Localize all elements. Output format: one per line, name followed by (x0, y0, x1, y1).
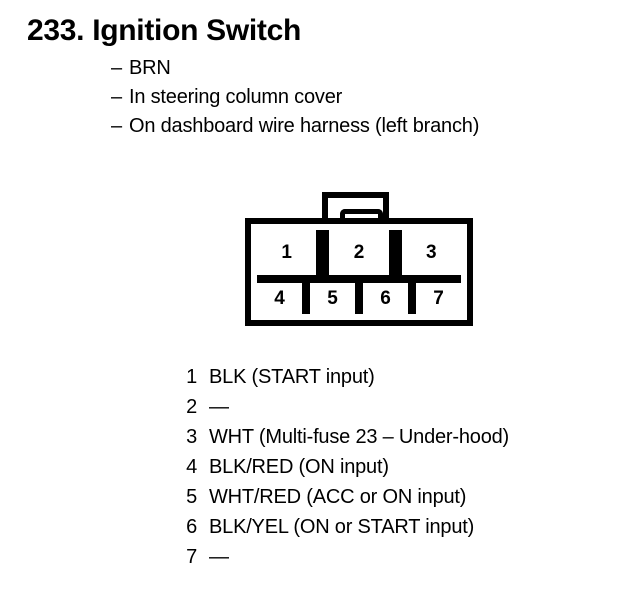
pin-legend-description: — (209, 396, 229, 418)
connector-pin-number: 3 (426, 241, 437, 263)
pin-legend-description: WHT/RED (ACC or ON input) (209, 486, 467, 508)
connector-pin-cell: 6 (355, 283, 408, 314)
pin-legend-row: 2 — (183, 396, 603, 426)
pin-legend-number: 7 (186, 546, 197, 568)
connector-pin-cell: 4 (257, 283, 302, 314)
pin-legend-row: 1 BLK (START input) (183, 366, 603, 396)
connector-pin-cell: 1 (257, 230, 317, 275)
pin-legend-number: 3 (186, 426, 197, 448)
connector-pin-cell: 2 (324, 230, 389, 275)
connector-pin-number: 1 (281, 241, 292, 263)
connector-pin-cell: 3 (396, 230, 461, 275)
connector-pin-number: 6 (380, 287, 391, 309)
connector-pin-number: 5 (327, 287, 338, 309)
pin-legend-row: 6 BLK/YEL (ON or START input) (183, 516, 603, 546)
connector-pin-number: 4 (274, 287, 285, 309)
dash-marker: – (111, 115, 122, 137)
pin-legend-description: — (209, 546, 229, 568)
pin-legend-list: 1 BLK (START input) 2 — 3 WHT (Multi-fus… (183, 366, 603, 576)
connector-pin-row-top: 1 2 3 (257, 230, 461, 275)
subtitle-list: –BRN –In steering column cover –On dashb… (27, 54, 607, 141)
pin-legend-description: BLK/RED (ON input) (209, 456, 389, 478)
pin-legend-row: 7 — (183, 546, 603, 576)
pin-legend-number: 1 (186, 366, 197, 388)
subtitle-text: In steering column cover (129, 86, 343, 108)
connector-pin-cell: 5 (302, 283, 355, 314)
connector-pin-number: 7 (433, 287, 444, 309)
subtitle-line: –In steering column cover (111, 83, 607, 112)
connector-diagram: 1 2 3 4 5 6 7 (245, 192, 473, 327)
connector-pin-number: 2 (353, 241, 365, 263)
subtitle-text: BRN (129, 57, 171, 79)
pin-legend-description: BLK (START input) (209, 366, 375, 388)
pin-legend-number: 2 (186, 396, 197, 418)
subtitle-line: –BRN (111, 54, 607, 83)
connector-body: 1 2 3 4 5 6 7 (245, 218, 473, 326)
subtitle-text: On dashboard wire harness (left branch) (129, 115, 480, 137)
header-block: 233. Ignition Switch –BRN –In steering c… (27, 14, 607, 141)
dash-marker: – (111, 86, 122, 108)
pin-legend-description: WHT (Multi-fuse 23 – Under-hood) (209, 426, 510, 448)
pin-legend-row: 3 WHT (Multi-fuse 23 – Under-hood) (183, 426, 603, 456)
pin-legend-number: 5 (186, 486, 197, 508)
connector-pin-cell: 7 (408, 283, 461, 314)
page-title: 233. Ignition Switch (27, 14, 302, 47)
pin-legend-row: 5 WHT/RED (ACC or ON input) (183, 486, 603, 516)
pin-legend-description: BLK/YEL (ON or START input) (209, 516, 475, 538)
subtitle-line: –On dashboard wire harness (left branch) (111, 112, 607, 141)
pin-legend-number: 6 (186, 516, 197, 538)
connector-row-separator (257, 275, 461, 283)
pin-legend-row: 4 BLK/RED (ON input) (183, 456, 603, 486)
connector-pin-row-bottom: 4 5 6 7 (257, 283, 461, 314)
pin-legend-number: 4 (186, 456, 197, 478)
dash-marker: – (111, 57, 122, 79)
